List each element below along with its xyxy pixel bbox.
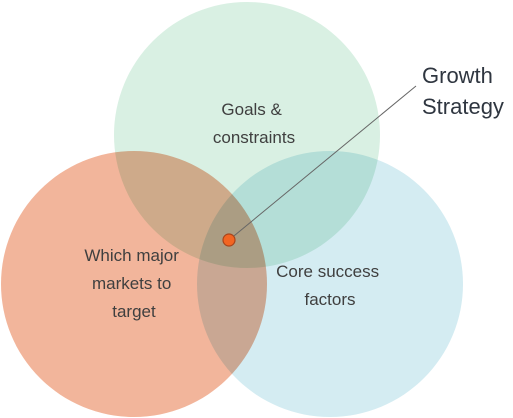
label-goals-line-1: Goals & — [221, 100, 282, 119]
label-goals-constraints: Goals & constraints — [213, 100, 295, 147]
label-growth-line-2: Strategy — [422, 94, 504, 119]
label-markets-line-1: Which major — [84, 246, 179, 265]
label-goals-line-2: constraints — [213, 128, 295, 147]
leader-line — [228, 85, 417, 241]
label-core-line-2: factors — [304, 290, 355, 309]
label-core-success-factors: Core success factors — [276, 262, 384, 309]
label-growth-line-1: Growth — [422, 63, 493, 88]
circle-which-major-markets — [1, 151, 267, 417]
circle-core-success-factors — [197, 151, 463, 417]
intersection-marker — [222, 233, 236, 247]
label-core-line-1: Core success — [276, 262, 379, 281]
label-markets-line-2: markets to — [92, 274, 171, 293]
label-growth-strategy: Growth Strategy — [422, 63, 504, 119]
label-markets-line-3: target — [112, 302, 156, 321]
label-which-major-markets: Which major markets to target — [84, 246, 183, 321]
